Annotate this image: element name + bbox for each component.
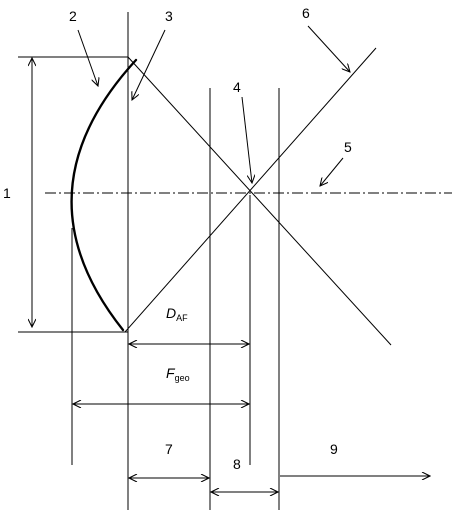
ray-lower — [124, 47, 377, 333]
label-1: 1 — [3, 185, 11, 201]
ray-upper — [127, 56, 392, 346]
leader-arrow-6 — [307, 25, 350, 72]
d-af-label: DAF — [166, 305, 188, 323]
leader-arrow-3 — [132, 29, 166, 100]
d-af-symbol: D — [166, 305, 176, 321]
label-7: 7 — [165, 441, 173, 457]
f-geo-subscript: geo — [175, 373, 190, 383]
label-5: 5 — [344, 139, 352, 155]
label-6: 6 — [302, 5, 310, 21]
label-2: 2 — [69, 8, 77, 24]
label-4: 4 — [233, 79, 241, 95]
leader-arrow-5 — [320, 157, 344, 186]
leader-arrow-2 — [77, 29, 98, 86]
label-9: 9 — [330, 441, 338, 457]
concave-mirror — [70, 58, 138, 332]
leader-arrow-4 — [241, 96, 252, 183]
d-af-subscript: AF — [176, 313, 188, 323]
f-geo-symbol: F — [166, 365, 176, 381]
label-3: 3 — [165, 8, 173, 24]
label-8: 8 — [233, 456, 241, 472]
f-geo-label: Fgeo — [166, 365, 190, 383]
